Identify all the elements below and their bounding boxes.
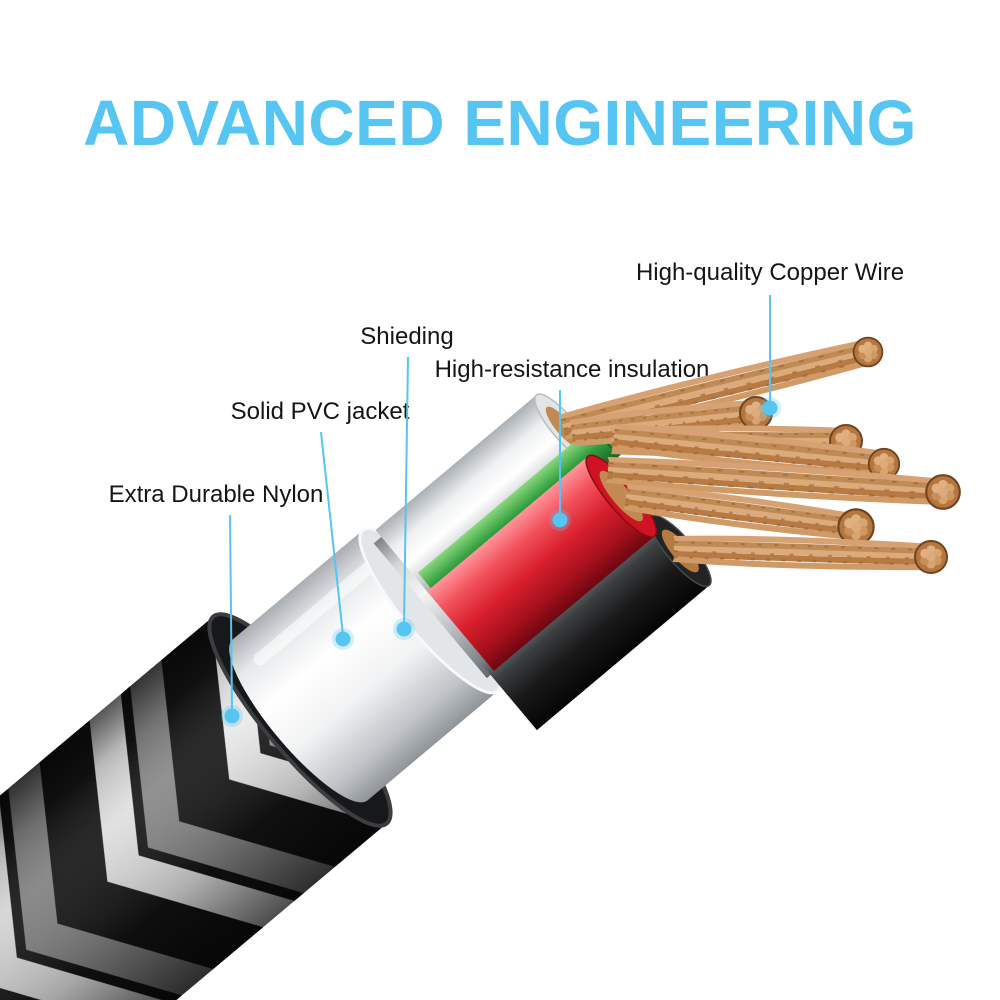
leader-line-pvc (320, 431, 344, 636)
callout-label-pvc-jacket: Solid PVC jacket (230, 398, 410, 425)
callout-label-copper-wire: High-quality Copper Wire (635, 259, 905, 286)
callout-dot-nylon (221, 705, 243, 727)
callout-label-nylon: Extra Durable Nylon (108, 481, 324, 508)
wire-red (426, 454, 658, 671)
leader-line-nylon (229, 514, 233, 713)
callout-dot-pvc (332, 628, 354, 650)
copper-bundle (674, 536, 948, 573)
headline: ADVANCED ENGINEERING (83, 87, 917, 159)
callout-dot-shielding (393, 618, 415, 640)
callout-label-insulation: High-resistance insulation (434, 356, 710, 383)
callout-leaders (221, 295, 781, 727)
callout-label-shielding: Shieding (360, 323, 454, 350)
leader-line-shielding (403, 356, 409, 626)
cable-body (0, 393, 712, 1000)
callout-dot-insulation (549, 509, 571, 531)
callout-dot-copper (759, 397, 781, 419)
